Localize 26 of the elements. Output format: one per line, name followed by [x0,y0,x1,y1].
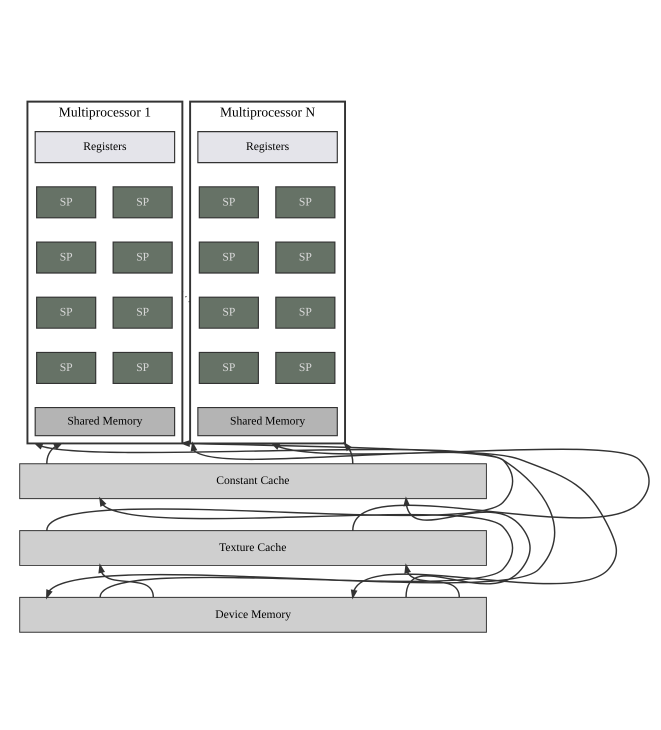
arrow [403,496,531,598]
node-box: SP [275,186,336,218]
node-box: SP [112,352,173,384]
arrow [99,496,514,598]
node-box: Registers [34,131,176,164]
node-box: SP [36,241,96,274]
node-box: SP [112,241,173,274]
node-box: SP [198,296,259,329]
node-box: SP [275,296,336,329]
node-box: SP [198,186,259,218]
node-box: SP [275,352,336,384]
node-box: SP [112,296,173,329]
arrow [98,563,154,598]
node-box: Shared Memory [34,407,176,436]
node-box: SP [36,186,96,218]
node-box: SP [36,296,96,329]
node-box: Shared Memory [197,407,338,436]
node-box: Registers [197,131,338,164]
node-box: SP [198,241,259,274]
connector [182,291,191,304]
arrow [404,563,460,598]
node-box: SP [198,352,259,384]
arrow [46,442,64,464]
node-box: SP [112,186,173,218]
node-box: SP [36,352,96,384]
node-box: SP [275,241,336,274]
